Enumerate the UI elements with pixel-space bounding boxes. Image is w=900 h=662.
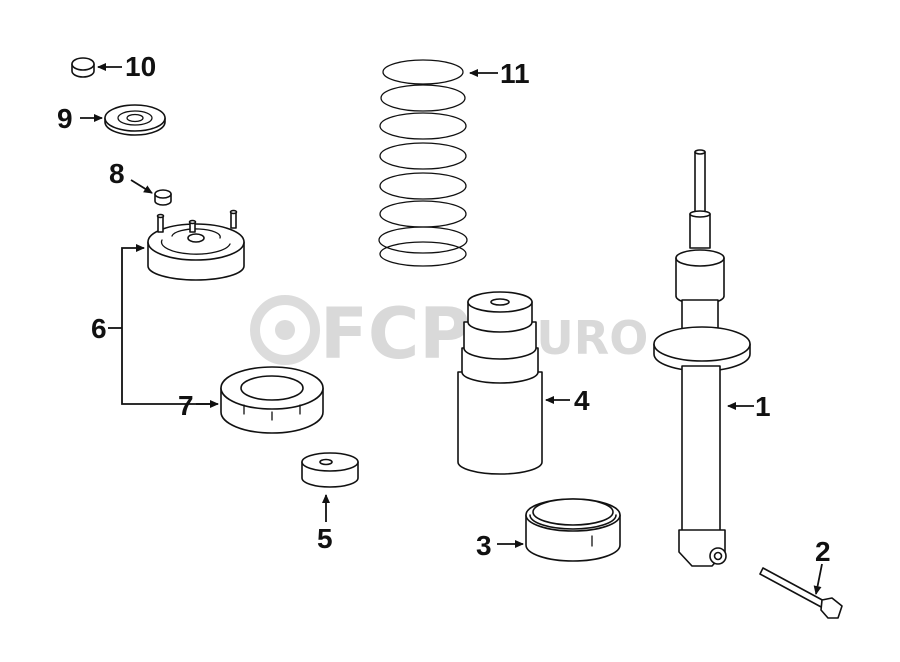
callout-5: 5 [317,523,333,554]
part-7-spring-isolator [196,366,324,434]
callout-6: 6 [91,313,107,344]
part-4-dust-boot [457,291,570,475]
callout-1: 1 [755,391,771,422]
callout-2: 2 [815,536,831,567]
part-1-shock-absorber [653,149,754,567]
callout-7: 7 [178,390,194,421]
callout-3: 3 [476,530,492,561]
callout-10: 10 [125,51,156,82]
part-11-coil-spring [378,59,498,267]
callout-labels: 10 9 8 6 7 5 11 4 3 1 2 [57,51,831,567]
watermark-primary: FCP [320,293,471,375]
part-10-bump-cap [71,57,122,78]
part-2-bolt [759,563,843,619]
callout-9: 9 [57,103,73,134]
callout-11: 11 [500,58,530,89]
callout-4: 4 [574,385,590,416]
callout-8: 8 [109,158,125,189]
part-5-bumper [301,452,359,522]
callout-6-bracket [108,244,212,405]
part-6-upper-mount [147,209,245,281]
part-3-spring-seat [497,498,621,562]
part-8-nut [130,179,172,206]
part-9-washer [80,104,166,136]
watermark: FCP EURO [250,293,648,375]
